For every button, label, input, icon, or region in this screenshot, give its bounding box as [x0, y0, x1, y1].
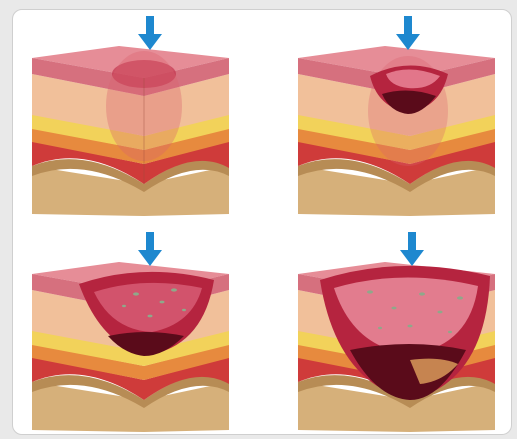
stage-1-diagram	[24, 16, 239, 216]
pressure-arrow	[400, 232, 424, 266]
pressure-arrow	[396, 16, 420, 50]
stage-4-diagram	[290, 232, 505, 432]
stage-2-diagram	[290, 16, 505, 216]
pressure-arrow	[138, 232, 162, 266]
stage-3-diagram	[24, 232, 239, 432]
pressure-arrow	[138, 16, 162, 50]
